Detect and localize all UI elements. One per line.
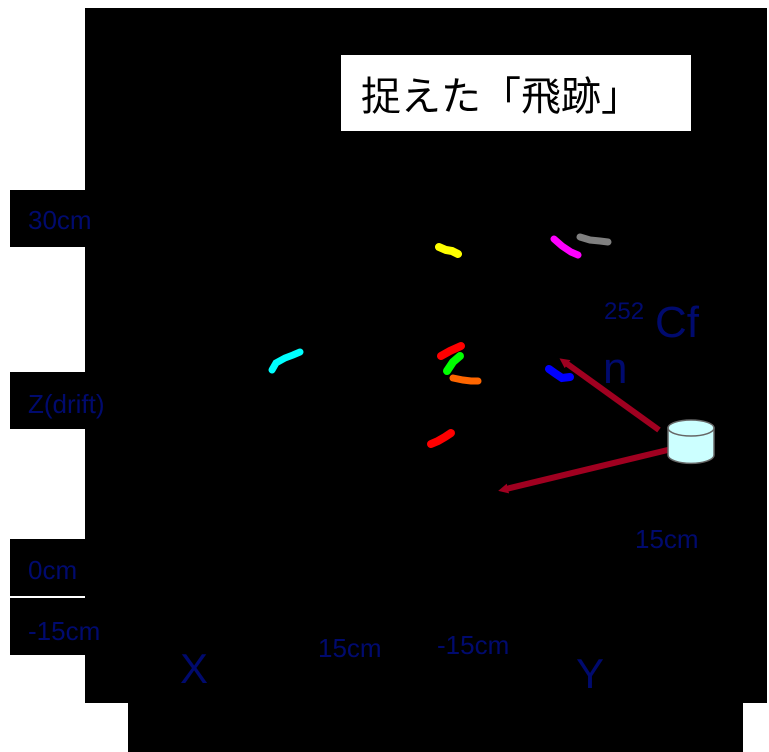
neutron-arrows [498, 358, 677, 494]
z-bottom-label-box [10, 598, 85, 655]
neutron-label: n [603, 344, 628, 393]
y-axis-name: Y [576, 650, 605, 697]
title: 捉えた「飛跡」 [361, 74, 641, 120]
x-value-label: 15cm [318, 633, 382, 663]
track-blue [545, 365, 574, 383]
z-name-label-box [10, 372, 85, 429]
track-gray [576, 233, 612, 246]
track-green [443, 352, 464, 375]
z-zero-label: 0cm [28, 555, 78, 585]
source-cylinder [667, 419, 715, 465]
y-right-value-label: 15cm [635, 524, 699, 554]
neutron-arrow-upper [559, 358, 661, 433]
z-bottom-label: -15cm [28, 616, 101, 646]
isotope-mass: 252 [604, 298, 645, 325]
x-axis-name: X [180, 645, 209, 692]
z-zero-label-box [10, 539, 85, 596]
z-axis-name: Z(drift) [28, 389, 105, 419]
track-red-lower [427, 429, 455, 448]
track-yellow [435, 243, 462, 258]
z-top-label: 30cm [28, 205, 92, 235]
y-left-value-label: -15cm [437, 630, 510, 660]
track-magenta [550, 235, 582, 259]
track-cyan [268, 348, 304, 374]
track-orange [449, 374, 482, 385]
neutron-arrow-lower [498, 445, 677, 494]
track-red-upper [437, 342, 465, 360]
isotope-symbol: Cf [655, 298, 699, 347]
z-top-label-box [10, 190, 85, 247]
tracks [268, 233, 612, 448]
plot-background-bottom [128, 703, 743, 752]
title-box: 捉えた「飛跡」 [341, 55, 691, 131]
axis-divider [10, 596, 85, 598]
